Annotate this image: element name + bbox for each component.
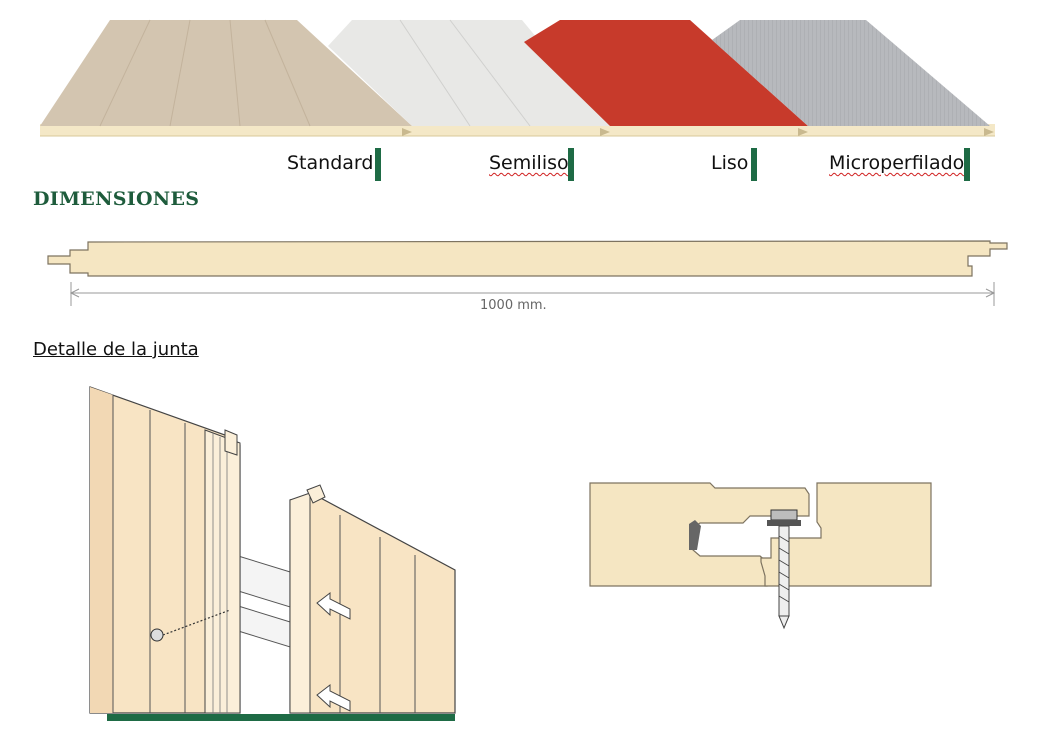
panel-marker-liso xyxy=(751,148,757,181)
panel-standard-surface xyxy=(40,19,412,127)
panel-label-semiliso: Semiliso xyxy=(489,152,569,174)
panel-core-strip xyxy=(40,124,995,137)
panel-marker-standard xyxy=(375,148,381,181)
panel-marker-semiliso xyxy=(568,148,574,181)
dimension-label: 1000 mm. xyxy=(480,298,547,313)
accent-rule xyxy=(107,714,455,721)
panel-profile-diagram xyxy=(47,240,1008,306)
panel-label-liso: Liso xyxy=(711,152,749,174)
joint-detail-title: Detalle de la junta xyxy=(33,339,199,360)
panel-marker-microperfilado xyxy=(964,148,970,181)
panel-types-illustration xyxy=(40,19,995,137)
panel-label-microperfilado: Microperfilado xyxy=(829,152,965,174)
section-title: DIMENSIONES xyxy=(33,188,200,210)
panel-microperfilado-surface xyxy=(712,20,990,126)
joint-3d-illustration xyxy=(89,386,456,714)
panel-label-standard: Standard xyxy=(287,152,374,174)
panel-liso-surface xyxy=(524,20,808,126)
joint-section-diagram xyxy=(589,482,932,630)
